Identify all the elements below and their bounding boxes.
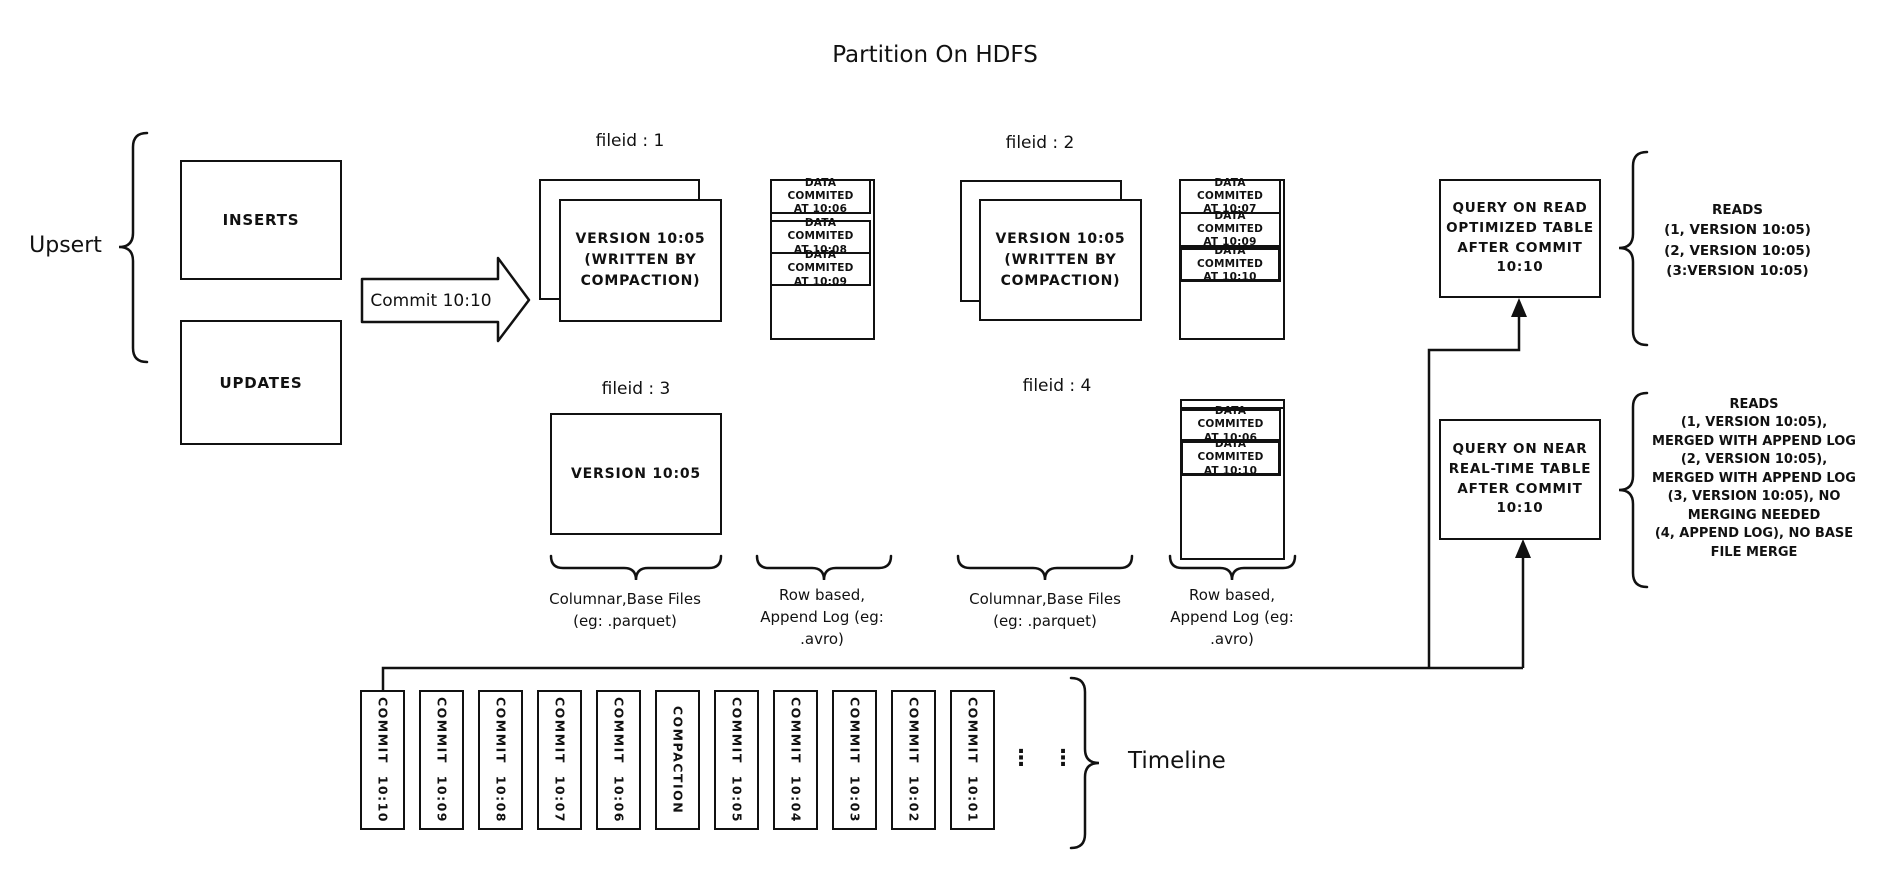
- updates-label: UPDATES: [219, 373, 303, 392]
- fileid-4-label: fileid : 4: [1022, 376, 1092, 396]
- log-cell-latest: DATA COMMITED AT 10:10: [1179, 245, 1281, 283]
- timeline-commit-label: COMMIT 10:08: [493, 697, 508, 823]
- timeline-ellipsis: ⋮: [1010, 746, 1032, 771]
- base-files-label-1: Columnar,Base Files (eg: .parquet): [549, 590, 701, 630]
- timeline-commit-box: COMMIT 10:01: [950, 690, 995, 830]
- log-cell: DATA COMMITED AT 10:06: [1180, 405, 1281, 444]
- near-realtime-arrowhead: [1515, 539, 1531, 558]
- fileid-1-append-log: DATA COMMITED AT 10:06 DATA COMMITED AT …: [770, 177, 875, 340]
- log-top-band: [1182, 401, 1283, 409]
- timeline-commit-box: COMMIT 10:02: [891, 690, 936, 830]
- base-files-brace-2: [956, 554, 1134, 581]
- timeline-commit-label: COMMIT 10:01: [965, 697, 980, 823]
- timeline-commit-label: COMMIT 10:02: [906, 697, 921, 823]
- reads-brace-2: [1618, 391, 1649, 589]
- append-log-label-2: Row based, Append Log (eg: .avro): [1170, 586, 1294, 648]
- fileid-1-version-text: VERSION 10:05 (WRITTEN BY COMPACTION): [575, 231, 706, 289]
- upsert-brace: [118, 131, 149, 364]
- read-optimized-arrowhead: [1511, 298, 1527, 317]
- log-cell: DATA COMMITED AT 10:06: [770, 177, 871, 215]
- append-log-brace-2: [1168, 554, 1297, 581]
- commit-arrow-shape: [360, 256, 531, 343]
- inserts-label: INSERTS: [222, 211, 300, 229]
- base-files-label-2: Columnar,Base Files (eg: .parquet): [969, 590, 1121, 630]
- timeline-commit-box: COMMIT 10:05: [714, 690, 759, 830]
- timeline-ellipsis: ⋮: [1052, 746, 1074, 771]
- fileid-2-append-log: DATA COMMITED AT 10:07 DATA COMMITED AT …: [1179, 177, 1285, 340]
- timeline-brace: [1069, 676, 1100, 850]
- updates-box: UPDATES: [180, 320, 342, 445]
- log-cell: DATA COMMITED AT 10:07: [1179, 177, 1281, 215]
- reads-brace-1: [1618, 150, 1649, 347]
- fileid-3-label: fileid : 3: [601, 379, 671, 399]
- timeline-commit-label: COMMIT 10:06: [611, 697, 626, 823]
- timeline-commit-box: COMMIT 10:07: [537, 690, 582, 830]
- log-cell: DATA COMMITED AT 10:09: [770, 249, 871, 288]
- query-read-optimized-box: QUERY ON READ OPTIMIZED TABLE AFTER COMM…: [1439, 179, 1601, 298]
- fileid-1-label: fileid : 1: [595, 131, 665, 151]
- inserts-box: INSERTS: [180, 160, 342, 280]
- timeline-commit-label: COMMIT 10:09: [434, 697, 449, 823]
- timeline-compaction-label: COMPACTION: [670, 705, 685, 815]
- fileid-4-append-log: DATA COMMITED AT 10:06 DATA COMMITED AT …: [1180, 399, 1285, 560]
- upsert-label: Upsert: [29, 233, 102, 258]
- timeline-commit-label: COMMIT 10:05: [729, 697, 744, 823]
- query-near-realtime-box: QUERY ON NEAR REAL-TIME TABLE AFTER COMM…: [1439, 419, 1601, 540]
- query-read-optimized-text: QUERY ON READ OPTIMIZED TABLE AFTER COMM…: [1446, 200, 1594, 276]
- timeline-label: Timeline: [1128, 748, 1226, 774]
- base-files-brace-1: [549, 554, 723, 581]
- log-cell-latest: DATA COMMITED AT 10:10: [1180, 438, 1281, 477]
- read-optimized-arrow-line: [1427, 308, 1521, 668]
- append-log-brace-1: [755, 554, 893, 581]
- timeline-commit-label: COMMIT 10:07: [552, 697, 567, 823]
- timeline-commit-label: COMMIT 10:10: [375, 697, 390, 823]
- log-cell: DATA COMMITED AT 10:09: [1179, 210, 1281, 248]
- timeline-commit-box: COMMIT 10:09: [419, 690, 464, 830]
- reads-near-realtime: READS (1, VERSION 10:05), MERGED WITH AP…: [1652, 397, 1856, 560]
- fileid-1-base-file: VERSION 10:05 (WRITTEN BY COMPACTION): [559, 199, 722, 322]
- timeline-commit-label: COMMIT 10:03: [847, 697, 862, 823]
- page-title: Partition On HDFS: [832, 42, 1038, 68]
- fileid-3-base-file: VERSION 10:05: [550, 413, 722, 535]
- timeline-commit-box: COMMIT 10:04: [773, 690, 818, 830]
- fileid-2-label: fileid : 2: [1005, 133, 1075, 153]
- timeline-commit-box: COMMIT 10:10: [360, 690, 405, 830]
- query-near-realtime-text: QUERY ON NEAR REAL-TIME TABLE AFTER COMM…: [1448, 441, 1592, 517]
- fileid-2-base-file: VERSION 10:05 (WRITTEN BY COMPACTION): [979, 199, 1142, 321]
- commit-arrow-label: Commit 10:10: [370, 290, 492, 311]
- reads-read-optimized: READS (1, VERSION 10:05) (2, VERSION 10:…: [1664, 202, 1811, 279]
- append-log-label-1: Row based, Append Log (eg: .avro): [760, 586, 884, 648]
- timeline-compaction-box: COMPACTION: [655, 690, 700, 830]
- timeline-commit-box: COMMIT 10:06: [596, 690, 641, 830]
- timeline-commit-box: COMMIT 10:03: [832, 690, 877, 830]
- timeline-connector-line: [381, 666, 1523, 690]
- fileid-2-version-text: VERSION 10:05 (WRITTEN BY COMPACTION): [995, 230, 1126, 289]
- timeline-commit-box: COMMIT 10:08: [478, 690, 523, 830]
- fileid-3-version-text: VERSION 10:05: [571, 465, 701, 482]
- timeline-commit-label: COMMIT 10:04: [788, 697, 803, 823]
